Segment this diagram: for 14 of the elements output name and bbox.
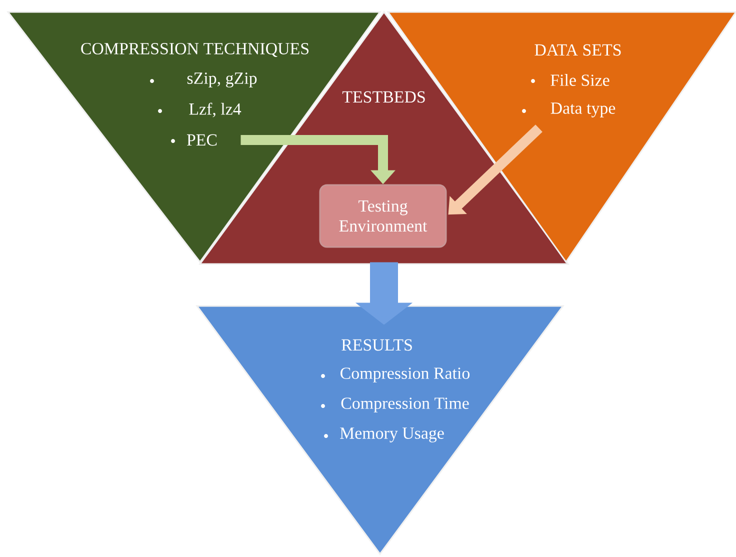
process-box: Testing Environment [319, 184, 447, 248]
heading: TESTBEDS [342, 91, 425, 103]
list-item: Memory Usage [340, 428, 444, 442]
list-item: File Size [550, 74, 610, 86]
heading: DATA SETS [534, 44, 621, 56]
list-item: Lzf, lz4 [189, 102, 242, 118]
arrow [448, 124, 542, 215]
heading: COMPRESSION TECHNIQUES [81, 43, 308, 57]
list-item: sZip, gZip [187, 72, 257, 88]
heading: RESULTS [342, 339, 412, 351]
list-item: PEC [186, 134, 217, 146]
list-item: Compression Time [341, 398, 469, 412]
list-item: Data type [550, 102, 616, 118]
list-item: Compression Ratio [340, 368, 470, 382]
